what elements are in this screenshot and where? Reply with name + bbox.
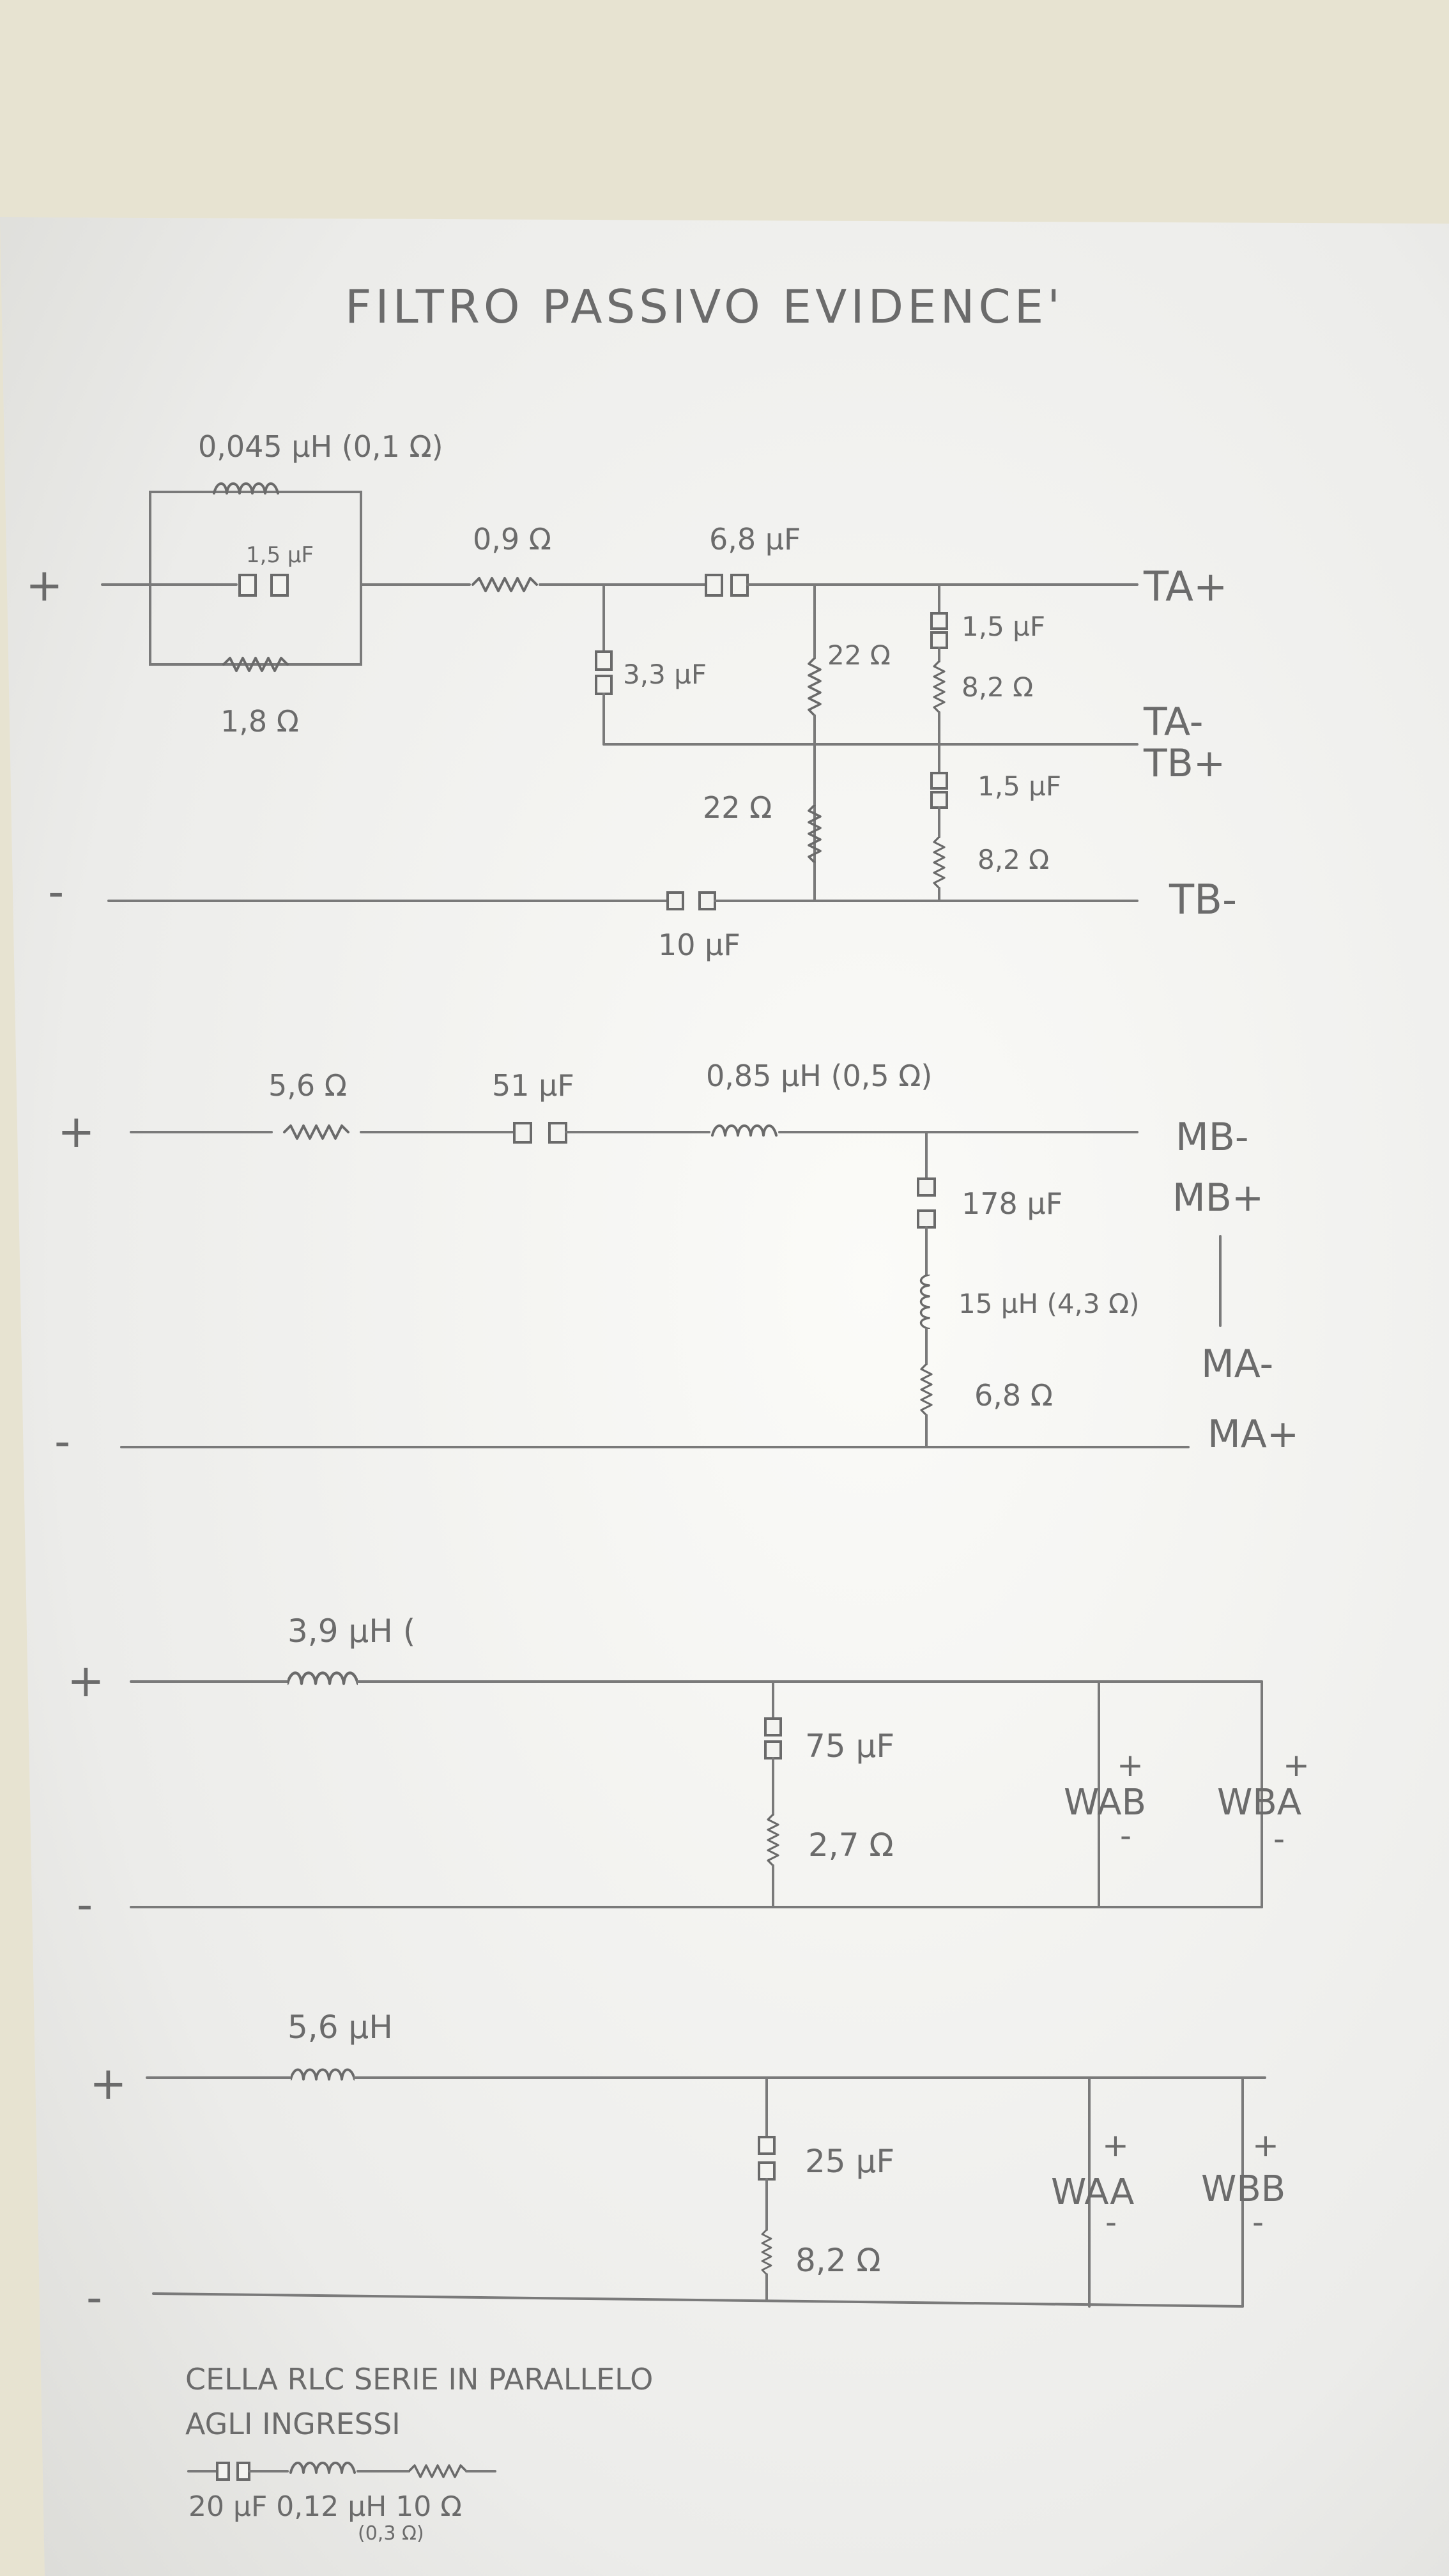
tweeter-series-cap-label: 6,8 µF [709,522,801,556]
woofer-b-waa-pos: + [1102,2127,1129,2164]
note-line-3: 20 µF 0,12 µH 10 Ω [188,2490,462,2523]
capacitor-icon [513,1122,532,1144]
tweeter-bottom-cap-label: 10 µF [658,928,740,962]
woofer-b-inductor-label: 5,6 µH [288,2009,393,2046]
output-wbb: WBB [1201,2168,1285,2210]
mid-minus-terminal: - [54,1415,70,1468]
mid-series-inductor-label: 0,85 µH (0,5 Ω) [706,1059,932,1093]
woofer-b-cap-label: 25 µF [805,2143,894,2180]
woofer-a-res-label: 2,7 Ω [808,1827,894,1864]
rlc-note: CELLA RLC SERIE IN PARALLELO AGLI INGRES… [185,2362,653,2545]
paper-sheet [0,217,1449,2576]
woofer-a-crossover: + - 3,9 µH ( 75 µF 2,7 Ω + WAB - + WBA - [67,1613,1310,1931]
output-mb-minus: MB- [1176,1115,1249,1160]
tweeter-parallel-res-label: 1,8 Ω [220,704,299,739]
woofer-b-waa-neg: - [1105,2204,1117,2241]
woofer-b-crossover: + - 5,6 µH 25 µF 8,2 Ω + WAA - + WBB - [86,2009,1285,2324]
tweeter-minus-terminal: - [48,866,64,918]
capacitor-icon [238,574,257,597]
mid-plus-terminal: + [57,1105,95,1158]
output-tb-minus: TB- [1169,877,1237,924]
woofer-a-plus-terminal: + [67,1655,105,1707]
woofer-b-wbb-pos: + [1252,2127,1279,2164]
woofer-a-cap-label: 75 µF [805,1728,894,1765]
woofer-b-minus-terminal: - [86,2271,102,2324]
tweeter-crossover: + - 0,045 µH (0,1 Ω) 1,5 µF 1,8 Ω 0,9 Ω … [26,429,1237,962]
mid-shunt-res-label: 6,8 Ω [974,1378,1053,1413]
capacitor-icon [705,574,723,597]
tweeter-rc-upper-cap-label: 1,5 µF [962,611,1045,642]
mid-crossover: + - 5,6 Ω 51 µF 0,85 µH (0,5 Ω) MB- MB+ … [54,1059,1299,1468]
woofer-a-minus-terminal: - [77,1878,93,1931]
mid-series-cap-label: 51 µF [492,1068,574,1103]
woofer-a-wab-pos: + [1117,1747,1144,1784]
tweeter-parallel-inductor-label: 0,045 µH (0,1 Ω) [198,429,443,464]
capacitor-icon [917,1177,936,1197]
mid-shunt-cap-label: 178 µF [962,1186,1062,1221]
tweeter-series-res-label: 0,9 Ω [473,522,551,556]
output-ma-plus: MA+ [1208,1412,1299,1457]
tweeter-parallel-cap-label: 1,5 µF [246,542,314,568]
note-line-4: (0,3 Ω) [358,2522,424,2545]
tweeter-rc-lower-cap-label: 1,5 µF [977,770,1061,802]
tweeter-lower-res-label: 22 Ω [703,790,772,825]
woofer-b-res-label: 8,2 Ω [795,2242,881,2279]
woofer-a-inductor-label: 3,9 µH ( [288,1613,415,1650]
capacitor-icon [930,612,948,630]
mid-series-res-label: 5,6 Ω [268,1068,347,1103]
output-ta-minus: TA- [1143,700,1203,744]
tweeter-plus-terminal: + [26,559,63,611]
output-tb-plus: TB+ [1143,741,1225,786]
woofer-b-wbb-neg: - [1252,2204,1264,2241]
capacitor-icon [666,891,684,910]
mid-shunt-inductor-label: 15 µH (4,3 Ω) [958,1288,1139,1319]
woofer-a-wba-pos: + [1283,1747,1310,1784]
note-line-1: CELLA RLC SERIE IN PARALLELO [185,2362,653,2396]
tweeter-upper-res-label: 22 Ω [827,640,891,671]
woofer-b-plus-terminal: + [89,2057,127,2110]
capacitor-icon [930,772,948,790]
capacitor-icon [758,2136,776,2155]
tweeter-shunt-cap-label: 3,3 µF [623,659,707,690]
output-ma-minus: MA- [1201,1342,1273,1386]
woofer-a-wba-neg: - [1273,1820,1285,1857]
page-title: FILTRO PASSIVO EVIDENCE' [345,280,1064,334]
woofer-a-wab-neg: - [1120,1817,1131,1854]
output-ta-plus: TA+ [1143,564,1228,611]
output-mb-plus: MB+ [1172,1176,1264,1220]
output-waa: WAA [1051,2172,1134,2213]
capacitor-icon [595,650,613,671]
output-wab: WAB [1064,1782,1146,1823]
tweeter-rc-upper-res-label: 8,2 Ω [962,671,1033,703]
note-line-2: AGLI INGRESSI [185,2407,401,2441]
tweeter-rc-lower-res-label: 8,2 Ω [977,844,1049,875]
capacitor-icon [216,2462,230,2481]
capacitor-icon [764,1717,782,1736]
output-wba: WBA [1217,1782,1301,1823]
